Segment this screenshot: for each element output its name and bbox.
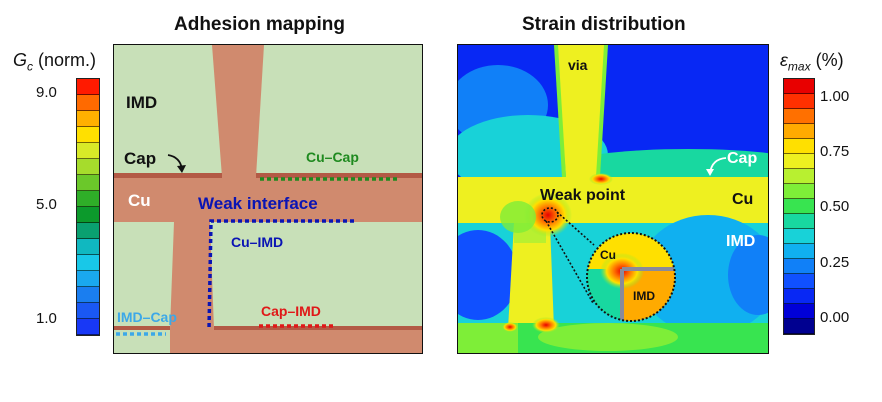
zoom-cu-label: Cu: [600, 248, 616, 262]
adhesion-mapping-title: Adhesion mapping: [174, 14, 345, 35]
colorbar-segment: [77, 175, 99, 191]
colorbar-segment: [77, 271, 99, 287]
via-label: via: [568, 57, 588, 73]
gc-tick-5: 5.0: [36, 196, 57, 213]
colorbar-segment: [77, 239, 99, 255]
strain-map-panel: via Cap Cu Weak point IMD Cu IMD: [457, 44, 769, 354]
colorbar-segment: [77, 207, 99, 223]
strain-tick-050: 0.50: [820, 198, 850, 215]
colorbar-segment: [784, 319, 814, 334]
colorbar-segment: [77, 143, 99, 159]
colorbar-segment: [77, 95, 99, 111]
weak-interface-label: Weak interface: [198, 194, 318, 213]
imd-label: IMD: [126, 93, 158, 112]
colorbar-segment: [77, 111, 99, 127]
cu-imd-interface: [207, 219, 354, 331]
colorbar-segment: [77, 191, 99, 207]
imd-label-right: IMD: [726, 233, 756, 250]
colorbar-segment: [784, 94, 814, 109]
upper-via: [212, 45, 264, 177]
imd-field-cap-right: [568, 149, 768, 181]
cu-label-right: Cu: [732, 191, 754, 208]
strain-map-drawing: [458, 45, 768, 353]
cu-cap-label: Cu–Cap: [306, 149, 359, 165]
strain-tick-025: 0.25: [820, 254, 850, 271]
via-field: [556, 45, 606, 177]
cu-label: Cu: [128, 191, 151, 210]
cap-label: Cap: [124, 149, 157, 168]
colorbar-segment: [784, 229, 814, 244]
gc-colorbar: [76, 78, 100, 336]
colorbar-segment: [784, 154, 814, 169]
strain-colorbar-label: εmax (%): [780, 50, 844, 74]
colorbar-segment: [77, 159, 99, 175]
cap-layer-left: [114, 173, 222, 178]
colorbar-segment: [784, 214, 814, 229]
cap-label-right: Cap: [727, 150, 758, 167]
colorbar-segment: [784, 79, 814, 94]
gc-tick-9: 9.0: [36, 84, 57, 101]
adhesion-map-panel: IMD Cap Cu Weak interface Cu–Cap Cu–IMD …: [113, 44, 423, 354]
imd-cap-label: IMD–Cap: [117, 309, 177, 325]
cap-arrow-head: [177, 165, 186, 173]
strain-tick-100: 1.00: [820, 88, 850, 105]
colorbar-segment: [784, 304, 814, 319]
colorbar-segment: [77, 79, 99, 95]
zoom-inset: [587, 233, 675, 321]
strain-distribution-title: Strain distribution: [522, 14, 686, 35]
colorbar-segment: [784, 274, 814, 289]
colorbar-segment: [784, 169, 814, 184]
lower-cap-left: [114, 326, 170, 330]
hot-spot-corner: [524, 193, 572, 237]
lower-via-field: [508, 223, 554, 329]
colorbar-segment: [784, 289, 814, 304]
colorbar-segment: [784, 139, 814, 154]
strain-tick-000: 0.00: [820, 309, 850, 326]
colorbar-segment: [77, 223, 99, 239]
zoom-circle-border: [586, 232, 676, 322]
weak-point-label: Weak point: [540, 187, 626, 204]
colorbar-segment: [784, 199, 814, 214]
colorbar-segment: [77, 303, 99, 319]
colorbar-segment: [784, 124, 814, 139]
lower-cap-right: [214, 326, 422, 330]
colorbar-segment: [77, 319, 99, 335]
colorbar-segment: [784, 109, 814, 124]
cu-imd-label: Cu–IMD: [231, 234, 284, 250]
weak-point-marker: [541, 207, 559, 223]
cap-layer-right: [256, 173, 422, 178]
cu-line: [114, 177, 422, 222]
colorbar-segment: [784, 184, 814, 199]
lower-cu: [170, 329, 422, 353]
cap-imd-label: Cap–IMD: [261, 303, 321, 319]
lower-via: [170, 222, 214, 329]
strain-colorbar: [783, 78, 815, 335]
strain-tick-075: 0.75: [820, 143, 850, 160]
colorbar-segment: [77, 127, 99, 143]
zoom-imd-label: IMD: [633, 289, 655, 303]
gc-tick-1: 1.0: [36, 310, 57, 327]
zoom-leader-upper: [556, 211, 595, 246]
colorbar-segment: [784, 244, 814, 259]
gc-colorbar-label: Gc (norm.): [13, 50, 97, 74]
colorbar-segment: [77, 287, 99, 303]
adhesion-map-drawing: [114, 45, 422, 353]
colorbar-segment: [77, 255, 99, 271]
colorbar-segment: [784, 259, 814, 274]
